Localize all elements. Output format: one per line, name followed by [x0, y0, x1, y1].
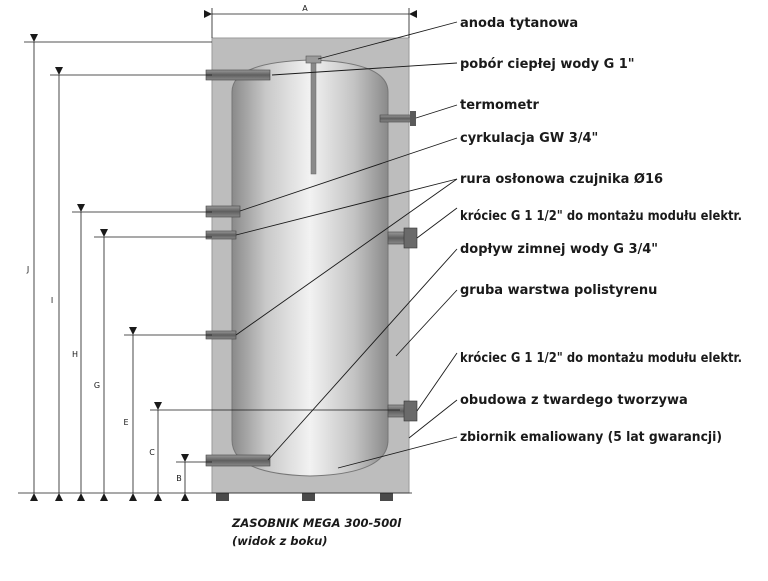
leader-casing	[408, 399, 458, 439]
dimension-a-label: A	[302, 4, 308, 13]
dimension-b-label: B	[176, 474, 182, 483]
connector-upper-nut	[403, 227, 418, 249]
dimension-j: J	[24, 34, 212, 501]
dimension-e: E	[123, 327, 212, 501]
label-sensor-tube: rura osłonowa czujnika Ø16	[460, 172, 663, 187]
label-insulation: gruba warstwa polistyrenu	[460, 283, 657, 298]
leader-hot-water	[271, 62, 458, 76]
dimension-i-label: I	[51, 296, 53, 305]
leader-cold-water	[267, 248, 458, 461]
label-circulation: cyrkulacja GW 3/4"	[460, 131, 598, 146]
leader-sensor-tube-b	[235, 178, 458, 336]
leader-thermometer	[415, 104, 458, 119]
leader-circulation	[239, 137, 458, 212]
caption-subtitle: (widok z boku)	[232, 534, 328, 548]
sensor-tube-pipe	[205, 230, 237, 240]
label-hot-water: pobór ciepłej wody G 1"	[460, 57, 635, 72]
leader-connector-upper	[416, 207, 458, 239]
label-tank: zbiornik emaliowany (5 lat gwarancji)	[460, 430, 722, 445]
leader-connector-lower	[416, 352, 458, 412]
anode-rod	[310, 61, 317, 175]
label-cold-water: dopływ zimnej wody G 3/4"	[460, 242, 658, 257]
enamel-tank	[231, 59, 389, 477]
dimension-e-label: E	[123, 418, 128, 427]
leader-anode	[317, 21, 458, 60]
thermometer-fitting	[379, 114, 413, 123]
label-casing: obudowa z twardego tworzywa	[460, 393, 688, 408]
thermometer-cap	[410, 111, 416, 126]
foot	[380, 493, 393, 501]
dimension-i: I	[50, 67, 212, 501]
leader-tank	[337, 436, 458, 469]
label-thermometer: termometr	[460, 98, 539, 113]
anode-head	[305, 55, 322, 64]
dimension-h: H	[72, 204, 212, 501]
connector-lower-nut	[403, 400, 418, 422]
dimension-h-label: H	[72, 350, 78, 359]
dimension-c: C	[149, 402, 400, 501]
circulation-pipe	[205, 205, 241, 218]
leader-sensor-tube-a	[235, 178, 458, 236]
cold-water-pipe	[205, 454, 271, 467]
leader-insulation	[395, 289, 458, 357]
hot-water-pipe	[205, 69, 271, 81]
dimension-g-label: G	[94, 381, 100, 390]
label-connector-lower: króciec G 1 1/2" do montażu modułu elekt…	[460, 351, 742, 366]
dimension-c-label: C	[149, 448, 155, 457]
dimension-b: B	[176, 454, 212, 501]
foot	[216, 493, 229, 501]
foot	[302, 493, 315, 501]
label-connector-upper: króciec G 1 1/2" do montażu modułu elekt…	[460, 209, 742, 224]
caption-title: ZASOBNIK MEGA 300-500l	[232, 516, 402, 530]
label-anode: anoda tytanowa	[460, 16, 578, 31]
dimension-g: G	[94, 229, 212, 501]
dimension-j-label: J	[26, 265, 29, 274]
